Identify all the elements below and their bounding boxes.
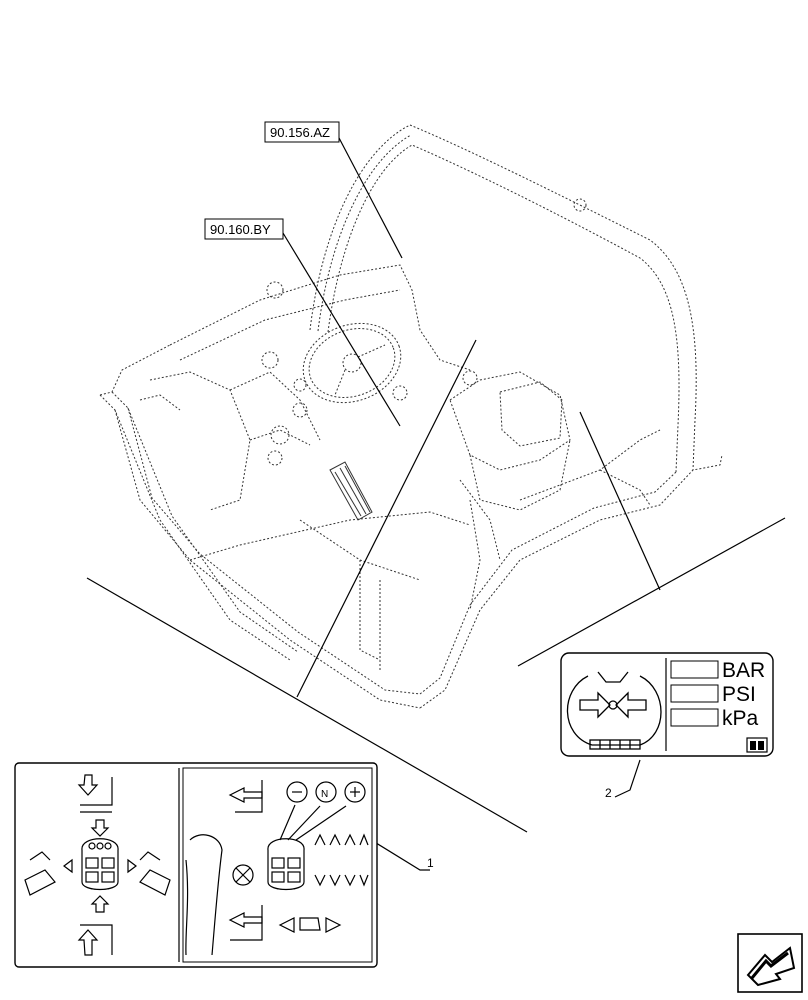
joystick-left-panel [24,774,171,956]
reference-label-rops: 90.156.AZ [270,125,330,140]
unit-kpa: kPa [722,707,759,730]
unit-bar: BAR [722,659,765,682]
reference-label-dash: 90.160.BY [210,222,271,237]
reference-box-rops[interactable]: 90.156.AZ [264,121,340,143]
callout-item-2: 2 [605,786,612,800]
reference-box-dash[interactable]: 90.160.BY [204,218,284,240]
unit-psi: PSI [722,683,756,706]
joystick-right-panel: N [185,780,369,956]
pedal [329,461,373,521]
next-page-arrow-icon[interactable] [737,933,803,993]
rops-frame [99,124,723,709]
leader-lines [282,135,661,871]
steering-wheel [261,198,587,466]
tire-pressure-icon [566,671,662,750]
svg-text:N: N [321,789,328,800]
pressure-decal: BAR PSI kPa [560,652,774,757]
section-plane-lines [86,517,786,833]
callout-item-1: 1 [427,856,434,870]
book-icon [746,737,768,753]
joystick-pattern-decal: N [14,762,378,968]
